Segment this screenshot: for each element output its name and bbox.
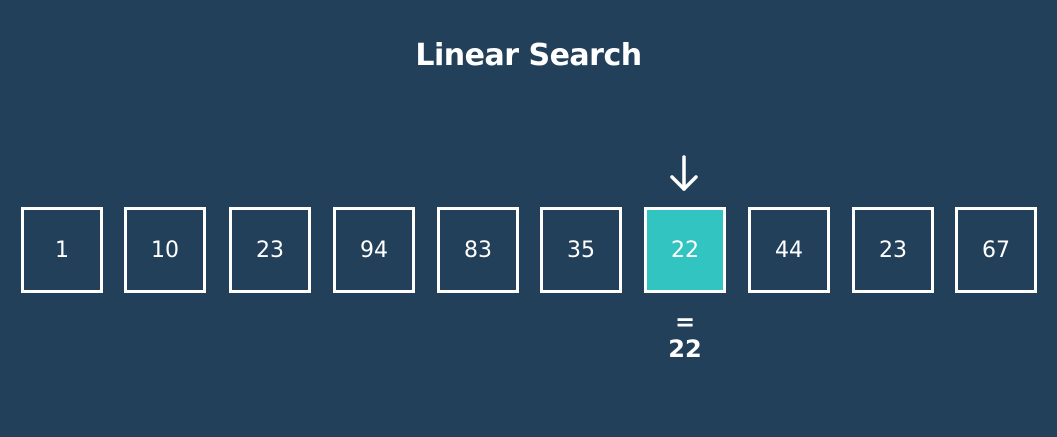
array-cell: 10 [124,207,206,293]
diagram-title: Linear Search [415,38,642,73]
array-cell: 67 [955,207,1037,293]
array-cell: 1 [21,207,103,293]
arrow-down-icon [670,155,698,191]
target-value: 22 [668,335,702,363]
array-cell: 35 [540,207,622,293]
array-cell: 23 [229,207,311,293]
array-cell-current: 22 [644,207,726,293]
array-cell: 94 [333,207,415,293]
comparison: = 22 [644,310,726,364]
array-cell: 44 [748,207,830,293]
equals-sign: = [674,308,696,336]
array-cell: 83 [437,207,519,293]
array-cell: 23 [852,207,934,293]
